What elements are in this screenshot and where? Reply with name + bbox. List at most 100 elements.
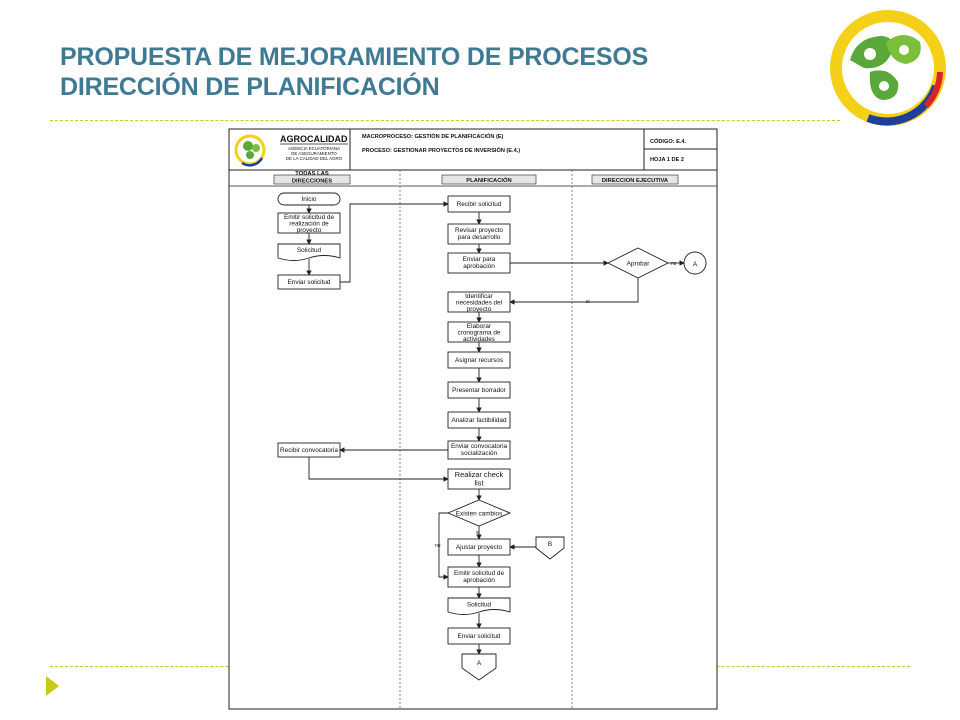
lane-2-title: PLANIFICACIÓN [466,176,511,184]
node-recibir-convocatoria [277,442,341,458]
label-si-2: si [476,530,480,536]
node-existen-cambios-label: Existen cambios [456,511,503,518]
node-emitir-solicitud-line-1: Emitir solicitud de [284,214,335,221]
node-elaborar-line-1: Elaborar [467,323,492,330]
node-aprobar [606,247,670,279]
node-realizar-checklist-line-1: Realizar check [455,470,504,479]
label-si-1: si [586,299,590,305]
node-emitir-aprobacion-line-2: aprobación [463,577,495,584]
node-enviar-solicitud-1-label: Enviar solicitud [288,279,331,286]
flowchart-connectors [306,201,685,655]
node-solicitud-doc-1 [277,243,341,261]
node-connector-b-label: B [548,541,552,548]
header-logo-ring [234,134,266,166]
conn-enviar-recibir [340,201,449,283]
node-inicio-label: Inicio [302,196,317,203]
codigo-label: CÓDIGO: E.4. [650,137,686,145]
node-enviar-convocatoria-line-1: Enviar convocatoria [451,443,508,450]
conn-recibir-checklist [308,457,449,482]
node-presentar-borrador-label: Presentar borrador [452,387,507,394]
node-ajustar-proyecto [447,538,511,556]
node-analizar-factibilidad [447,411,511,429]
node-emitir-solicitud [277,212,341,234]
lane-1-title-line-1: TODAS LAS [295,171,329,177]
node-connector-a-right [683,251,707,275]
node-enviar-solicitud-1 [277,274,341,290]
node-identificar-line-2: necesidades del [456,300,502,307]
title-line-1: PROPUESTA DE MEJORAMIENTO DE PROCESOS [60,43,649,71]
node-recibir-solicitud-label: Recibir solicitud [457,201,502,208]
bullet-arrow-icon [46,676,59,696]
header-logo-leaf-1 [243,141,253,151]
node-elaborar-line-3: actividades [463,336,495,343]
node-emitir-aprobacion [447,566,511,588]
node-elaborar-cronograma [447,321,511,343]
lane-3-header [591,174,679,185]
node-enviar-aprobacion-line-2: aprobación [463,263,495,270]
lane-2-header [441,174,537,185]
logo-arc-red [923,71,943,109]
node-ajustar-proyecto-label: Ajustar proyecto [456,544,503,551]
header-logo-leaf-2 [252,144,260,152]
label-no-1: no [671,261,677,267]
node-asignar-recursos-label: Asignar recursos [455,357,503,364]
node-aprobar-label: Aprobar [627,261,651,268]
node-revisar-proyecto [447,223,511,245]
node-existen-cambios [446,499,512,527]
node-enviar-convocatoria-line-2: socialización [461,450,498,457]
node-enviar-solicitud-2 [447,627,511,645]
node-realizar-checklist-line-2: list [474,479,483,488]
node-solicitud-doc-1-label: Solicitud [297,247,322,254]
proceso-label: PROCESO: GESTIONAR PROYECTOS DE INVERSIÓ… [362,146,520,154]
node-realizar-checklist [447,468,511,490]
node-enviar-aprobacion [447,252,511,274]
header-logo-leaf-3 [246,151,254,159]
header-logo [234,134,266,167]
node-asignar-recursos [447,351,511,369]
macroproceso-label: MACROPROCESO: GESTIÓN DE PLANIFICACIÓN (… [362,132,504,140]
node-identificar-line-1: Identificar [465,293,494,300]
node-connector-a-right-label: A [693,261,698,268]
node-connector-a-bottom [461,653,497,681]
lane-1-title-line-2: DIRECCIONES [292,179,332,185]
node-identificar-line-3: proyecto [467,306,492,313]
node-emitir-solicitud-line-2: realización de [289,221,329,228]
process-flowchart: AGROCALIDAD AGENCIA ECUATORIANA DE ASEGU… [228,128,718,710]
top-dotted-rule [50,120,840,121]
lane-3-title: DIRECCION EJECUTIVA [602,178,669,184]
node-solicitud-doc-2 [447,597,511,615]
node-enviar-aprobacion-line-1: Enviar para [463,256,496,263]
logo-dot-1 [864,48,876,60]
node-enviar-solicitud-2-label: Enviar solicitud [458,633,501,640]
node-presentar-borrador [447,381,511,399]
flowchart-svg: AGROCALIDAD AGENCIA ECUATORIANA DE ASEGU… [228,128,718,710]
node-analizar-factibilidad-label: Analizar factibilidad [451,417,507,424]
node-identificar-necesidades [447,291,511,313]
node-connector-a-bottom-label: A [477,660,482,667]
node-emitir-aprobacion-line-1: Emitir solicitud de [454,570,505,577]
org-subtitle-1: AGENCIA ECUATORIANA [288,146,340,151]
header-logo-arc [241,157,264,167]
node-connector-b [535,536,565,560]
org-name: AGROCALIDAD [280,134,348,144]
logo-dot-2 [899,45,909,55]
logo-dot-3 [879,81,889,91]
agency-logo [828,8,948,128]
slide-title: PROPUESTA DE MEJORAMIENTO DE PROCESOS DI… [60,42,648,102]
conn-cambios-no [438,512,449,580]
label-no-2: no [435,543,441,549]
node-elaborar-line-2: cronograma de [458,330,501,337]
org-subtitle-3: DE LA CALIDAD DEL AGRO [286,156,343,161]
node-enviar-convocatoria [447,440,511,460]
node-emitir-solicitud-line-3: proyecto [297,227,322,234]
node-inicio [277,192,341,206]
title-line-2: DIRECCIÓN DE PLANIFICACIÓN [60,73,440,101]
org-subtitle-2: DE ASEGURAMIENTO [291,151,337,156]
hoja-label: HOJA 1 DE 2 [650,157,684,163]
lane-1-header [273,174,351,185]
node-recibir-convocatoria-label: Recibir convocatoria [280,447,338,454]
node-recibir-solicitud [447,195,511,213]
node-revisar-proyecto-line-2: para desarrollo [458,234,501,241]
node-revisar-proyecto-line-1: Revisar proyecto [455,227,503,234]
agency-logo-icon [830,10,946,126]
